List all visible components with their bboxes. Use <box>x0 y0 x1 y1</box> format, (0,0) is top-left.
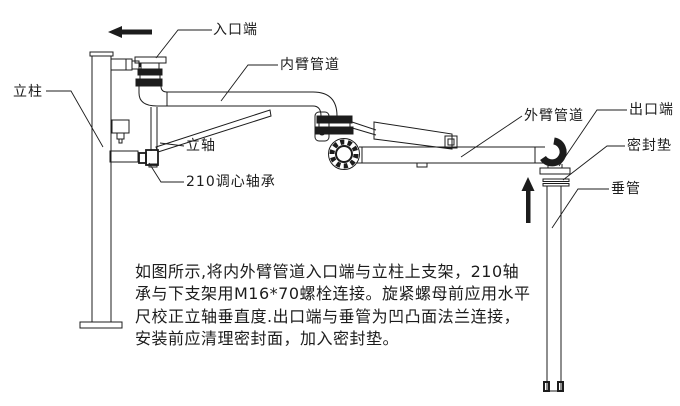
leader-lines <box>46 29 627 229</box>
label-inlet: 入口端 <box>213 22 258 38</box>
column-post <box>79 51 123 329</box>
lower-bracket <box>109 150 139 163</box>
support-gusset <box>150 107 272 153</box>
inlet-flange <box>134 56 167 87</box>
note-line-4: 安装前应清理密封面，加入密封垫。 <box>135 329 400 349</box>
flow-arrow-left-icon <box>108 26 152 38</box>
label-drop-pipe: 垂管 <box>611 181 641 197</box>
outlet-swivel <box>539 137 571 175</box>
flow-arrow-up-icon <box>521 177 535 223</box>
label-bearing: 210调心轴承 <box>186 174 276 190</box>
balance-cylinder <box>348 120 458 150</box>
label-shaft: 立轴 <box>186 138 216 154</box>
label-gasket: 密封垫 <box>627 138 672 154</box>
bearing-210 <box>138 149 159 168</box>
sealing-gasket <box>542 178 570 187</box>
label-inner-arm: 内臂管道 <box>280 57 340 73</box>
outer-arm-pipe <box>356 146 545 168</box>
inner-arm-pipe <box>138 85 338 117</box>
label-column: 立柱 <box>13 84 43 100</box>
drop-pipe <box>543 186 564 392</box>
label-outer-arm: 外臂管道 <box>524 108 584 124</box>
note-line-1: 如图所示,将内外臂管道入口端与立柱上支架，210轴 <box>135 262 520 281</box>
middle-swivel-joint <box>314 111 360 170</box>
middle-bracket <box>111 119 130 144</box>
installation-note: 如图所示,将内外臂管道入口端与立柱上支架，210轴 承与下支架用M16*70螺栓… <box>135 261 549 351</box>
note-line-2: 承与下支架用M16*70螺栓连接。旋紧螺母前应用水平 <box>135 284 531 304</box>
note-line-3: 尺校正立轴垂直度.出口端与垂管为凹凸面法兰连接， <box>135 306 521 326</box>
label-outlet: 出口端 <box>629 102 674 118</box>
